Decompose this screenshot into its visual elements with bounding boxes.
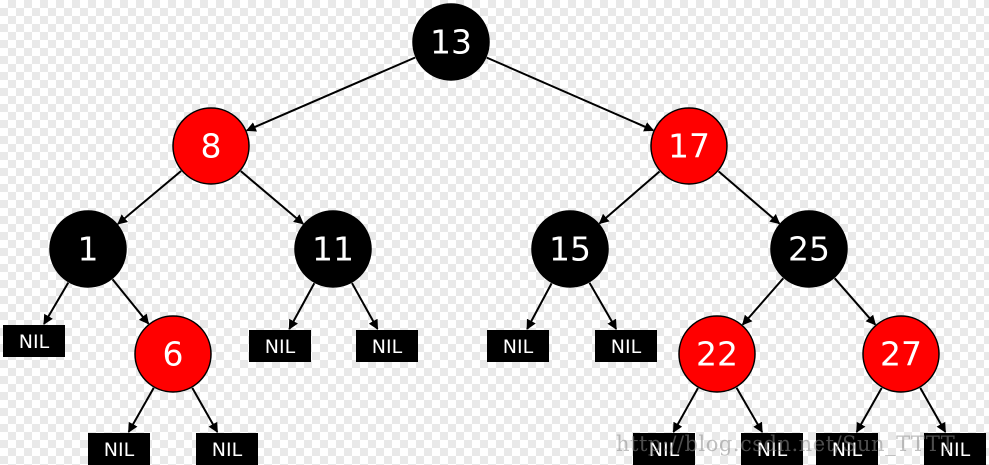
edge-n8-n11 — [240, 170, 304, 225]
nil-box — [3, 325, 65, 357]
nil-box — [196, 433, 258, 465]
nil-box — [356, 330, 418, 362]
tree-node-25: 25 — [770, 210, 848, 288]
edge-n25-n22 — [741, 277, 785, 326]
tree-node-27: 27 — [862, 315, 940, 393]
tree-edges — [43, 56, 947, 433]
nil-label: NIL — [757, 439, 788, 461]
tree-node-6: 6 — [134, 315, 212, 393]
nil-label: NIL — [19, 331, 50, 353]
node-circle-black — [531, 210, 609, 288]
nil-box — [249, 330, 311, 362]
node-circle-red — [134, 315, 212, 393]
nil-label: NIL — [832, 439, 863, 461]
nil-label: NIL — [611, 336, 642, 358]
edge-n22-nil22r — [735, 387, 764, 433]
edge-n27-nil27l — [855, 387, 883, 433]
edge-n13-n17 — [486, 56, 655, 132]
nil-leaf: NIL — [816, 433, 878, 465]
edge-n8-n1 — [117, 170, 182, 225]
node-label: 13 — [430, 23, 472, 62]
node-circle-black — [770, 210, 848, 288]
nil-leaf: NIL — [3, 325, 65, 357]
nil-leaf: NIL — [633, 433, 695, 465]
node-label: 6 — [163, 335, 184, 374]
node-circle-red — [678, 315, 756, 393]
nil-box — [633, 433, 695, 465]
nil-leaf: NIL — [196, 433, 258, 465]
node-label: 25 — [788, 230, 830, 269]
nil-leaf: NIL — [924, 433, 986, 465]
nil-leaf: NIL — [88, 433, 150, 465]
nil-leaf: NIL — [741, 433, 803, 465]
edge-n15-nil15r — [588, 282, 618, 330]
node-circle-red — [862, 315, 940, 393]
node-label: 8 — [201, 127, 222, 166]
node-circle-black — [294, 210, 372, 288]
edge-n17-n15 — [598, 170, 661, 225]
node-label: 22 — [696, 335, 738, 374]
nil-box — [88, 433, 150, 465]
edge-n25-n27 — [833, 277, 877, 326]
nil-label: NIL — [104, 439, 135, 461]
nil-label: NIL — [265, 336, 296, 358]
edge-n6-nil6l — [127, 387, 155, 433]
edge-n22-nil22l — [672, 387, 699, 433]
edge-n17-n25 — [717, 170, 781, 225]
nil-label: NIL — [372, 336, 403, 358]
nil-label: NIL — [503, 336, 534, 358]
edge-n6-nil6r — [191, 387, 219, 433]
edge-n1-nil1l — [43, 282, 70, 325]
nil-label: NIL — [212, 439, 243, 461]
nil-leaf: NIL — [487, 330, 549, 362]
node-circle-red — [172, 107, 250, 185]
nil-leaf: NIL — [595, 330, 657, 362]
tree-node-22: 22 — [678, 315, 756, 393]
edge-n27-nil27r — [919, 387, 947, 433]
tree-node-15: 15 — [531, 210, 609, 288]
nil-box — [816, 433, 878, 465]
tree-node-17: 17 — [650, 107, 728, 185]
node-label: 27 — [880, 335, 922, 374]
node-label: 1 — [78, 230, 99, 269]
watermark-text: http://blog.csdn.net/Sun_TTTT — [616, 432, 956, 456]
nil-leaf: NIL — [356, 330, 418, 362]
nil-box — [487, 330, 549, 362]
edge-n15-nil15l — [526, 282, 553, 330]
nil-leaf: NIL — [249, 330, 311, 362]
node-label: 11 — [312, 230, 354, 269]
node-label: 15 — [549, 230, 591, 269]
edge-n13-n8 — [245, 56, 416, 132]
nil-label: NIL — [649, 439, 680, 461]
nil-box — [741, 433, 803, 465]
tree-node-8: 8 — [172, 107, 250, 185]
tree-node-13: 13 — [412, 3, 490, 81]
edge-n11-nil11l — [288, 282, 316, 330]
node-circle-black — [49, 210, 127, 288]
edge-n11-nil11r — [351, 282, 379, 330]
node-label: 17 — [668, 127, 710, 166]
node-circle-black — [412, 3, 490, 81]
tree-node-11: 11 — [294, 210, 372, 288]
edge-n1-n6 — [111, 278, 150, 325]
tree-node-1: 1 — [49, 210, 127, 288]
node-circle-red — [650, 107, 728, 185]
nil-label: NIL — [940, 439, 971, 461]
nil-box — [595, 330, 657, 362]
nil-box — [924, 433, 986, 465]
